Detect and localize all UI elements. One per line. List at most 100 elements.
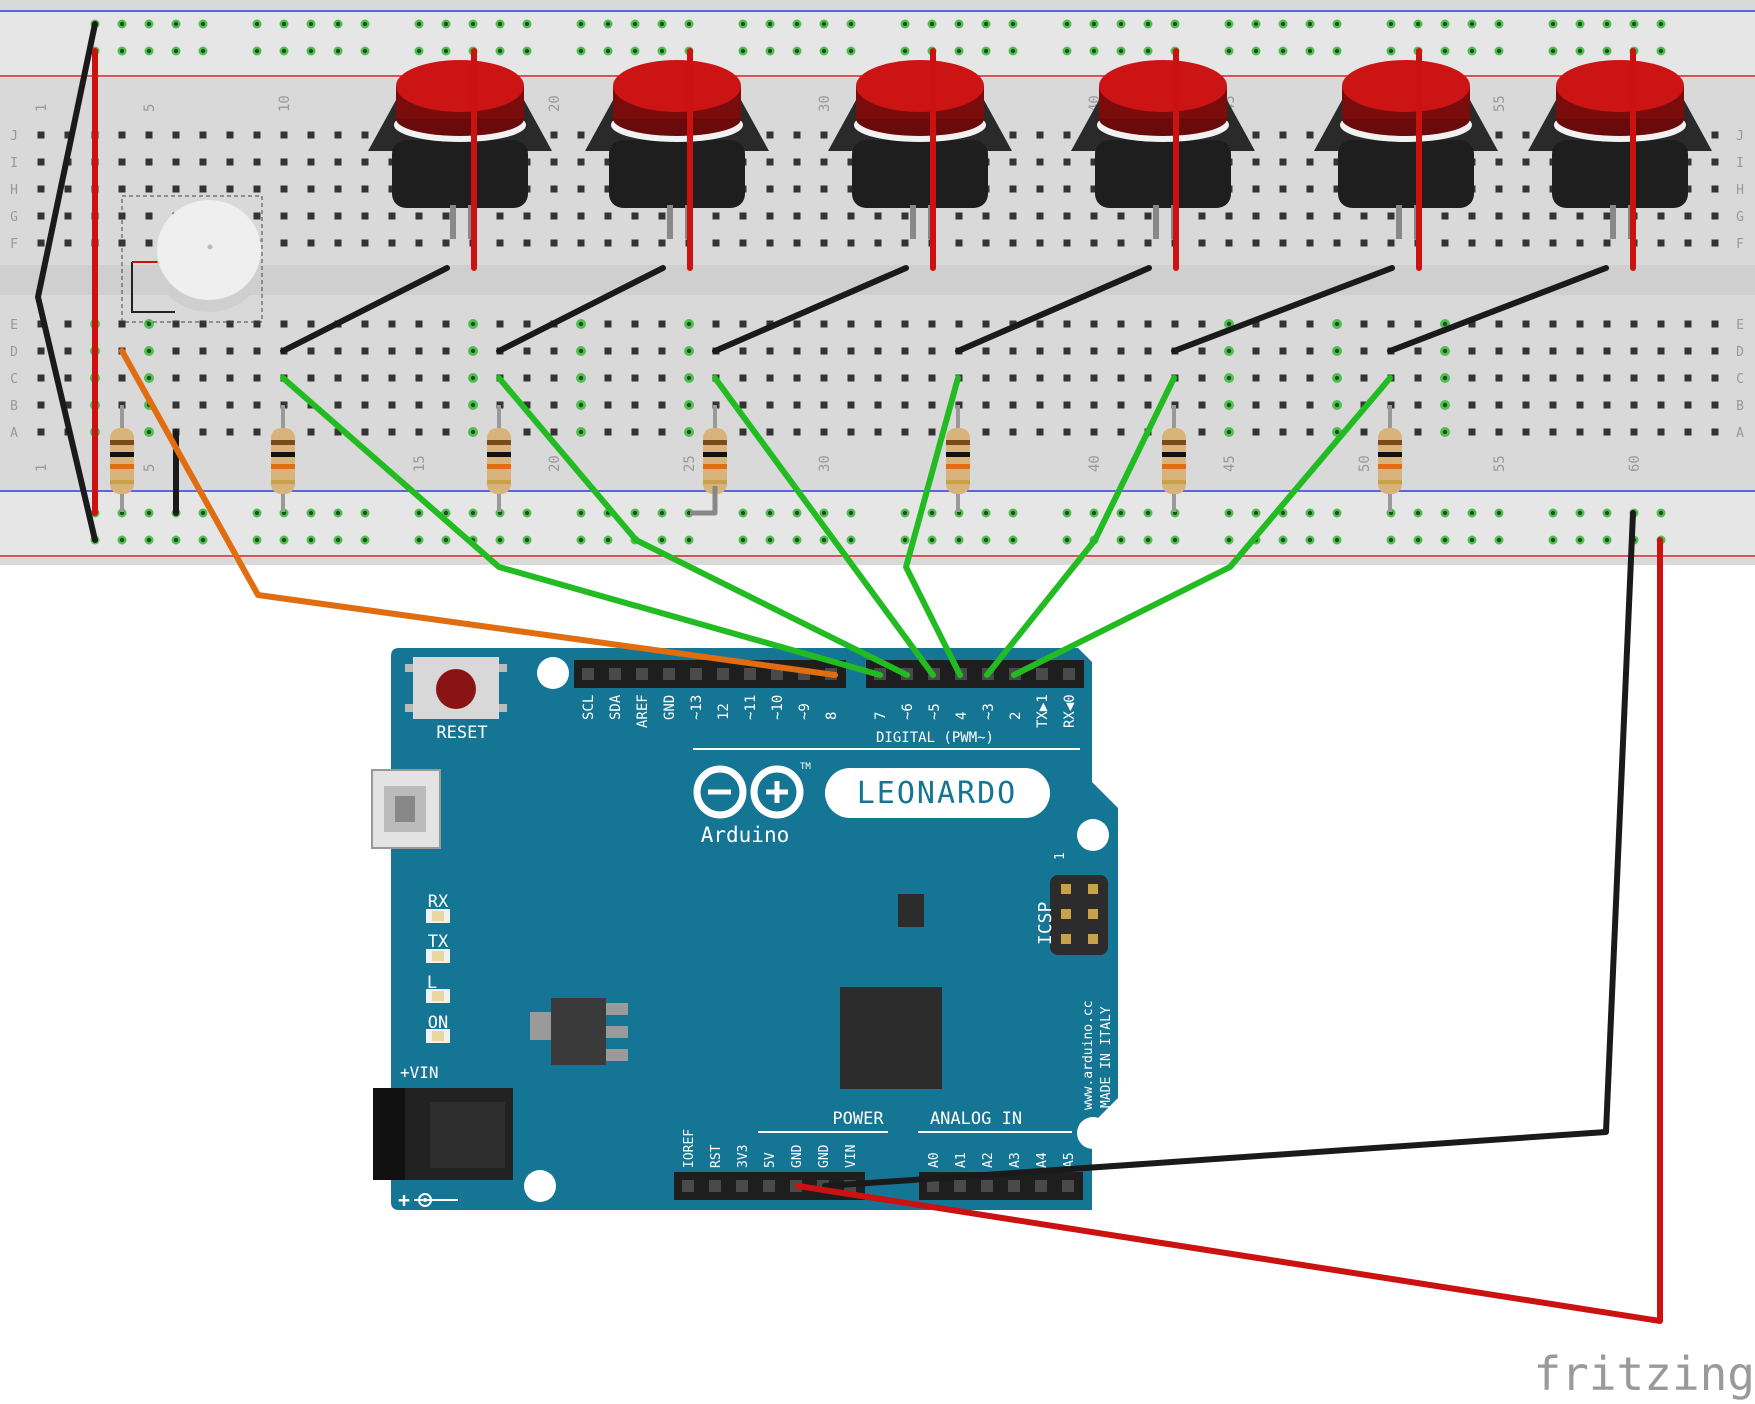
power-pin-label: GND bbox=[817, 1144, 832, 1168]
wire-green-btn-3 bbox=[712, 375, 936, 678]
column-number: 15 bbox=[412, 455, 428, 472]
analog-pin-label: A2 bbox=[981, 1152, 996, 1168]
column-number: 5 bbox=[142, 464, 158, 472]
led bbox=[426, 989, 450, 1003]
wire-black-btn-2 bbox=[496, 265, 666, 354]
digital-pin-label: AREF bbox=[635, 694, 651, 728]
url-label: www.arduino.cc bbox=[1081, 1000, 1096, 1110]
power-pin-label: RST bbox=[709, 1144, 724, 1168]
row-letter: J bbox=[10, 129, 18, 144]
microcontroller-chip bbox=[840, 987, 942, 1089]
digital-pin-label: ~13 bbox=[689, 695, 705, 720]
push-button bbox=[585, 60, 769, 239]
row-letter: B bbox=[1736, 399, 1744, 414]
power-pin-label: 3V3 bbox=[736, 1145, 751, 1168]
column-number: 50 bbox=[1357, 455, 1373, 472]
column-number: 1 bbox=[34, 104, 50, 112]
column-number: 25 bbox=[682, 455, 698, 472]
icsp-pin1-label: 1 bbox=[1053, 852, 1068, 860]
row-letter: G bbox=[1736, 210, 1744, 225]
svg-text:TM: TM bbox=[800, 762, 811, 772]
row-letter: D bbox=[10, 345, 18, 360]
analog-pin-label: A5 bbox=[1062, 1152, 1077, 1168]
digital-pin-label: SCL bbox=[581, 695, 597, 720]
resistor bbox=[946, 405, 970, 512]
usb-port bbox=[371, 769, 441, 849]
reset-button[interactable] bbox=[405, 657, 507, 719]
resistor bbox=[1378, 405, 1402, 512]
column-number: 55 bbox=[1492, 95, 1508, 112]
wire-green-btn-1 bbox=[280, 375, 883, 678]
digital-pin-label: TX▶1 bbox=[1035, 694, 1051, 728]
column-number: 1 bbox=[34, 464, 50, 472]
vin-label: +VIN bbox=[400, 1063, 439, 1082]
column-number: 60 bbox=[1627, 455, 1643, 472]
power-jack bbox=[373, 1088, 513, 1180]
led-label-on: ON bbox=[428, 1013, 448, 1033]
board-name-pill bbox=[825, 768, 1050, 818]
wire-orange-buzzer bbox=[119, 348, 838, 678]
digital-pin-label: RX◀0 bbox=[1062, 694, 1078, 728]
row-letter: A bbox=[10, 426, 18, 441]
led-label-rx: RX bbox=[428, 892, 449, 912]
wire-black-btn-4 bbox=[955, 265, 1152, 354]
digital-pin-label: 8 bbox=[824, 712, 840, 720]
small-chip bbox=[898, 894, 924, 927]
column-number: 55 bbox=[1492, 455, 1508, 472]
resistor bbox=[110, 405, 134, 512]
made-in-label: MADE IN ITALY bbox=[1099, 1006, 1114, 1108]
piezo-buzzer bbox=[121, 195, 263, 323]
wire-green-btn-6 bbox=[1011, 375, 1393, 678]
push-button bbox=[368, 60, 552, 239]
led-label-l: L bbox=[427, 973, 437, 993]
led bbox=[426, 909, 450, 923]
wire-grey-jumper bbox=[690, 486, 718, 516]
row-letter: C bbox=[10, 372, 18, 387]
resistor bbox=[487, 405, 511, 512]
led bbox=[426, 949, 450, 963]
breadboard-holes bbox=[37, 19, 1719, 545]
led-label-tx: TX bbox=[428, 932, 449, 952]
analog-section-label: ANALOG IN bbox=[930, 1109, 1022, 1129]
breadboard-labels: JJIIHHGGFFEEDDCCBBAA15101520253035404550… bbox=[10, 95, 1744, 472]
digital-pin-label: 2 bbox=[1008, 712, 1024, 720]
digital-pin-label: ~3 bbox=[981, 703, 997, 720]
mount-hole bbox=[537, 657, 569, 689]
column-number: 30 bbox=[817, 95, 833, 112]
brand-label: Arduino bbox=[701, 823, 790, 847]
status-leds bbox=[426, 909, 450, 1043]
wire-green-btn-2 bbox=[496, 375, 910, 678]
digital-pin-label: 7 bbox=[873, 712, 889, 720]
wire-black-gnd bbox=[822, 510, 1636, 1189]
voltage-regulator bbox=[530, 998, 628, 1065]
row-letter: H bbox=[10, 183, 18, 198]
wire-green-btn-5 bbox=[984, 375, 1177, 678]
digital-pin-label: ~9 bbox=[797, 703, 813, 720]
wire-black-btn-6 bbox=[1387, 265, 1609, 354]
row-letter: F bbox=[1736, 237, 1744, 252]
icsp-header bbox=[1050, 875, 1108, 955]
icsp-label: ICSP bbox=[1035, 901, 1056, 945]
digital-pin-label: GND bbox=[662, 695, 678, 720]
digital-pin-label: ~5 bbox=[927, 703, 943, 720]
resistor bbox=[271, 405, 295, 512]
analog-pin-label: A4 bbox=[1035, 1152, 1050, 1168]
row-letter: I bbox=[1736, 156, 1744, 171]
wires bbox=[35, 21, 1663, 1324]
column-number: 10 bbox=[277, 95, 293, 112]
analog-pin-label: A0 bbox=[927, 1152, 942, 1168]
row-letter: J bbox=[1736, 129, 1744, 144]
digital-pin-label: SDA bbox=[608, 694, 624, 720]
power-pin-label: GND bbox=[790, 1144, 805, 1168]
column-number: 5 bbox=[142, 104, 158, 112]
push-button bbox=[1071, 60, 1255, 239]
row-letter: E bbox=[10, 318, 18, 333]
power-pin-label: VIN bbox=[844, 1145, 859, 1168]
resistor bbox=[703, 405, 727, 512]
digital-pin-label: 4 bbox=[954, 712, 970, 720]
svg-text:+: + bbox=[398, 1188, 410, 1212]
wire-red-5v bbox=[795, 537, 1663, 1324]
board-name: LEONARDO bbox=[857, 776, 1018, 811]
column-number: 45 bbox=[1222, 455, 1238, 472]
